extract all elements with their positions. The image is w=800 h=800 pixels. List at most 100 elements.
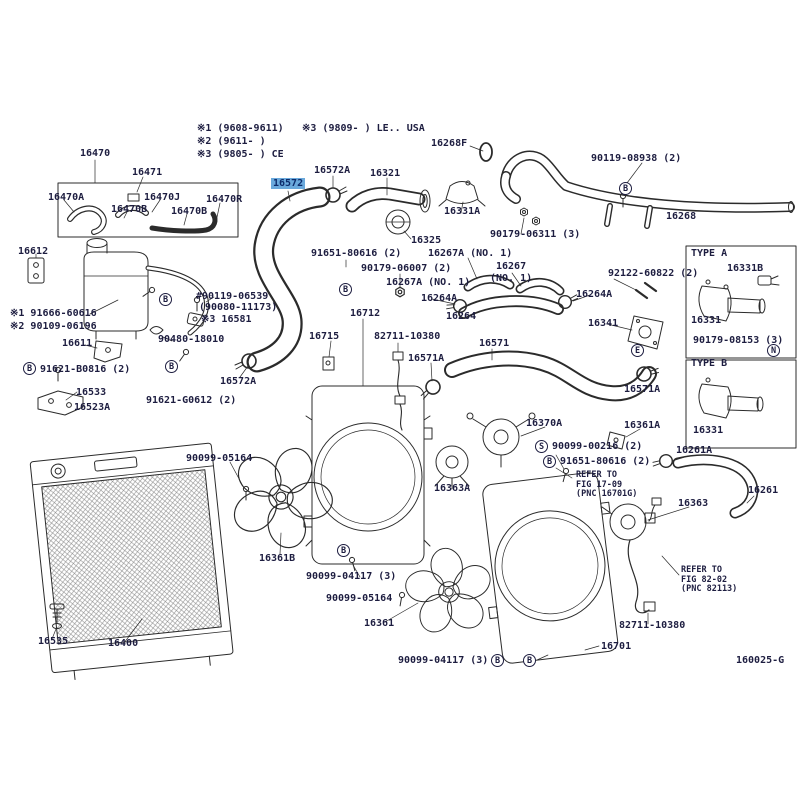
bypass-pipe-16268 <box>500 150 795 229</box>
part-label-highlighted[interactable]: 16572 <box>271 178 306 190</box>
bracket-16361A <box>606 431 626 450</box>
part-label: (NO. 1) <box>490 273 533 284</box>
part-label: 16571A <box>408 353 445 364</box>
part-label: 16267A (NO. 1) <box>386 277 471 288</box>
part-label: ※1 91666-60616 <box>10 308 97 319</box>
part-label: 16611 <box>62 338 93 349</box>
part-label: 16363 <box>678 498 709 509</box>
relay-16715 <box>322 356 335 371</box>
wire-harness-82711-right <box>627 497 662 614</box>
part-label: 16264 <box>446 311 477 322</box>
part-label: 16470 <box>80 148 111 159</box>
part-label: 90099-04117 (3) <box>398 655 489 666</box>
circle-marker-N: N <box>767 344 780 357</box>
part-label: 16264A <box>421 293 458 304</box>
part-label: 16535 <box>38 636 69 647</box>
type-a-box <box>685 245 797 359</box>
circle-marker-B: B <box>339 283 352 296</box>
part-label: TYPE A <box>691 248 728 259</box>
part-label: 16370A <box>526 418 563 429</box>
drain-cock-16535 <box>49 603 65 629</box>
part-label: 16572A <box>220 376 257 387</box>
upper-radiator-hose-16572 <box>246 186 331 373</box>
leader-lines <box>35 145 755 661</box>
circle-marker-E: E <box>631 344 644 357</box>
part-label: 16533 <box>76 387 107 398</box>
stud-bolts-92122 <box>634 281 658 300</box>
part-label: 16361B <box>259 553 296 564</box>
part-label: ※2 (9611- ) <box>197 136 266 147</box>
part-label: 16321 <box>370 168 401 179</box>
circle-marker-B: B <box>23 362 36 375</box>
lower-radiator-hose-16571 <box>444 350 657 402</box>
part-label: 16341 <box>588 318 619 329</box>
part-label: 16523A <box>74 402 111 413</box>
water-hose-16261 <box>672 454 759 519</box>
part-label: 16331 <box>691 315 722 326</box>
part-label: 91651-80616 (2) <box>560 456 651 467</box>
part-label: 16361 <box>364 618 395 629</box>
part-label: #90119-06539 <box>196 291 269 302</box>
part-label: 16715 <box>309 331 340 342</box>
water-inlet-pipe-16321 <box>345 187 431 213</box>
part-label: 16264A <box>576 289 613 300</box>
thermostat-16325 <box>385 209 411 235</box>
part-label: 90099-05164 <box>186 453 253 464</box>
part-label: 16470B <box>111 204 148 215</box>
part-label: 92122-60822 (2) <box>608 268 699 279</box>
part-label: 16470J <box>144 192 181 203</box>
part-label: 90099-00216 (2) <box>552 441 643 452</box>
circle-marker-B: B <box>491 654 504 667</box>
fan-shroud-16712 <box>303 385 433 565</box>
part-label: 16712 <box>350 308 381 319</box>
coolant-reservoir <box>83 238 210 340</box>
part-label: 16701 <box>601 641 632 652</box>
circle-marker-B: B <box>523 654 536 667</box>
circle-marker-B: B <box>619 182 632 195</box>
part-label: 16268 <box>666 211 697 222</box>
gasket-16341 <box>627 315 664 350</box>
part-label: 16363A <box>434 483 471 494</box>
part-label: 16612 <box>18 246 49 257</box>
bypass-hose-16267 <box>463 274 565 296</box>
bracket-16611 <box>93 340 123 363</box>
radiator <box>29 442 234 680</box>
reservoir-parts-box <box>57 182 239 238</box>
water-hose-16264 <box>458 295 564 319</box>
part-label: 16267 <box>496 261 527 272</box>
fan-motor-16370A <box>466 412 536 468</box>
part-label: 16571 <box>479 338 510 349</box>
circle-marker-B: B <box>165 360 178 373</box>
part-label: 90099-04117 (3) <box>306 571 397 582</box>
part-label: 91621-B0816 (2) <box>40 364 131 375</box>
grommet-16268F <box>479 142 493 162</box>
part-label: ※3 (9805- ) CE <box>197 149 284 160</box>
bracket-16581 <box>186 296 205 327</box>
part-label: 16572A <box>314 165 351 176</box>
part-label: ※3 (9809- ) LE.. USA <box>302 123 425 134</box>
part-label: 16361A <box>624 420 661 431</box>
part-label: 16261 <box>748 485 779 496</box>
drawing-number: 160025-G <box>736 655 785 666</box>
part-label: 90099-05164 <box>326 593 393 604</box>
part-label: 82711-10380 <box>374 331 441 342</box>
part-label: 90119-08938 (2) <box>591 153 682 164</box>
fan-shroud-16701 <box>482 472 619 664</box>
part-label: 16571A <box>624 384 661 395</box>
circle-marker-B: B <box>337 544 350 557</box>
clip-90480-18010 <box>149 326 164 335</box>
part-label: 16331B <box>727 263 764 274</box>
part-label: 16268F <box>431 138 468 149</box>
part-label: ※2 90109-06196 <box>10 321 97 332</box>
bracket-16533 <box>37 390 84 416</box>
part-label: 90179-06311 (3) <box>490 229 581 240</box>
part-label: 90179-08153 (3) <box>693 335 784 346</box>
part-label: REFER TO FIG 17-09 (PNC 16701G) <box>576 470 638 500</box>
part-label: (90080-11173) <box>199 302 278 313</box>
part-label: 91621-G0612 (2) <box>146 395 237 406</box>
part-label: 16331A <box>444 206 481 217</box>
part-label: 90179-06007 (2) <box>361 263 452 274</box>
